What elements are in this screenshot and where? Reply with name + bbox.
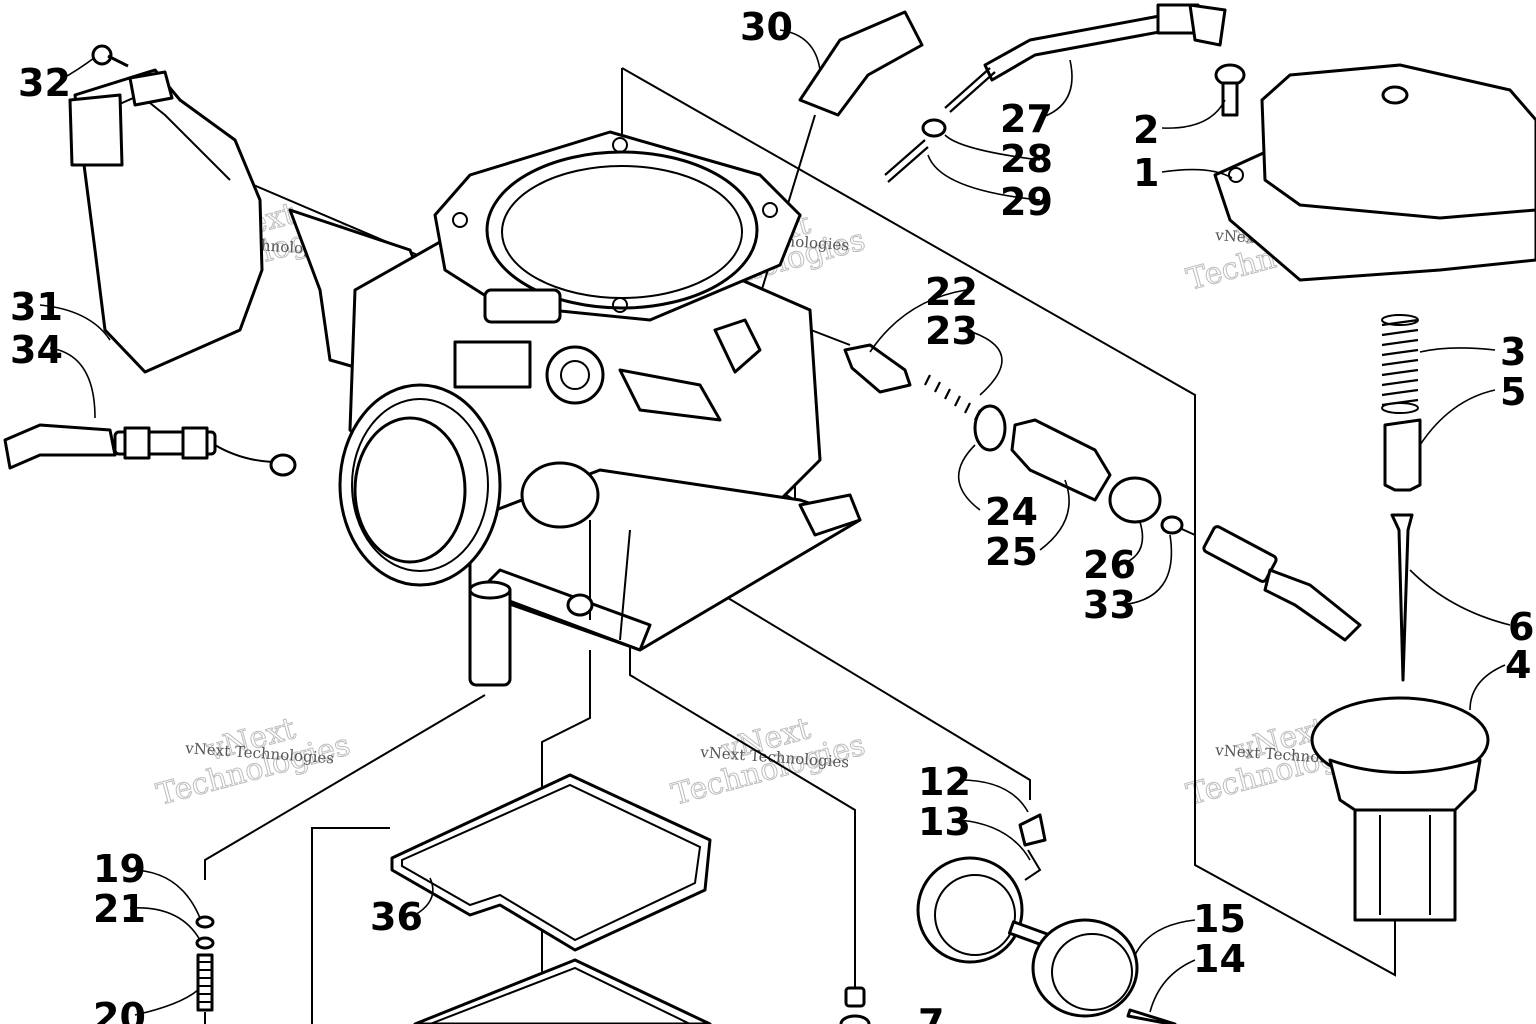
float-pin bbox=[1126, 1008, 1177, 1024]
carb-float bbox=[916, 856, 1139, 1018]
callout-30: 30 bbox=[740, 5, 793, 49]
pilot-o-ring bbox=[195, 915, 215, 929]
callout-21: 21 bbox=[93, 887, 146, 931]
callout-33: 33 bbox=[1083, 583, 1136, 627]
callout-26: 26 bbox=[1083, 543, 1136, 587]
callout-labels: 32 30 27 28 29 2 1 3 5 6 4 22 23 24 25 2… bbox=[10, 5, 1534, 1024]
pilot-spring bbox=[196, 953, 214, 1024]
callout-34: 34 bbox=[10, 328, 63, 372]
slide-spring bbox=[1381, 314, 1419, 414]
callout-2: 2 bbox=[1133, 108, 1159, 152]
rubber-cap bbox=[1108, 476, 1162, 524]
o-ring bbox=[973, 404, 1007, 452]
pilot-washer bbox=[195, 936, 215, 950]
callout-29: 29 bbox=[1000, 180, 1053, 224]
valve-clip bbox=[1024, 849, 1042, 881]
callout-20: 20 bbox=[93, 995, 146, 1024]
choke-cable bbox=[944, 3, 1227, 113]
callout-13: 13 bbox=[918, 800, 971, 844]
callout-7: 7 bbox=[918, 1001, 944, 1024]
choke-spring bbox=[884, 139, 929, 183]
needle-retainer bbox=[1383, 418, 1422, 492]
callout-36: 36 bbox=[370, 895, 423, 939]
throttle-slide bbox=[1310, 696, 1490, 922]
choke-washer bbox=[921, 118, 947, 138]
main-jet bbox=[839, 986, 871, 1024]
callout-32: 32 bbox=[18, 61, 71, 105]
float-bowl-gasket bbox=[390, 773, 712, 952]
callout-3: 3 bbox=[1500, 330, 1526, 374]
diaphragm-top-cover bbox=[1213, 63, 1536, 282]
vent-hose bbox=[798, 10, 924, 117]
throttle-cable bbox=[3, 423, 297, 477]
starter-cable bbox=[1202, 525, 1362, 642]
small-cap bbox=[1160, 515, 1184, 535]
callout-5: 5 bbox=[1500, 370, 1526, 414]
callout-15: 15 bbox=[1193, 897, 1246, 941]
jet-needle bbox=[1390, 513, 1414, 682]
callout-14: 14 bbox=[1193, 937, 1246, 981]
callout-28: 28 bbox=[1000, 137, 1053, 181]
callout-24: 24 bbox=[985, 490, 1038, 534]
top-cover-screw bbox=[1214, 63, 1246, 117]
starter-plunger bbox=[843, 343, 912, 394]
leader-lines bbox=[39, 29, 1511, 1016]
callout-19: 19 bbox=[93, 847, 146, 891]
carb-side-cover bbox=[68, 68, 264, 374]
callout-4: 4 bbox=[1505, 643, 1531, 687]
callout-25: 25 bbox=[985, 530, 1038, 574]
plunger-nut bbox=[1010, 418, 1112, 502]
cover-screw bbox=[91, 44, 129, 68]
float-bowl bbox=[413, 958, 712, 1024]
callout-12: 12 bbox=[918, 760, 971, 804]
callout-1: 1 bbox=[1133, 151, 1159, 195]
plunger-spring bbox=[924, 374, 981, 421]
callout-23: 23 bbox=[925, 309, 978, 353]
needle-valve bbox=[1018, 813, 1047, 847]
callout-27: 27 bbox=[1000, 97, 1053, 141]
carburetor-body bbox=[288, 130, 862, 687]
callout-6: 6 bbox=[1508, 605, 1534, 649]
callout-22: 22 bbox=[925, 270, 978, 314]
callout-31: 31 bbox=[10, 285, 63, 329]
